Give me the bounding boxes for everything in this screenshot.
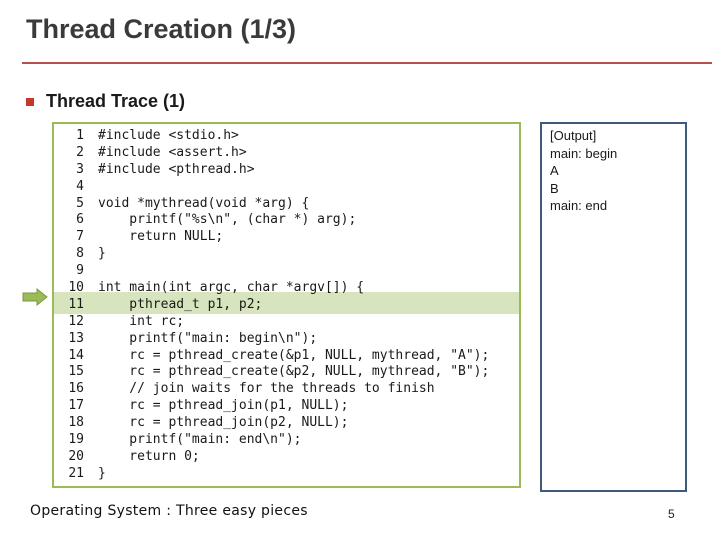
line-number: 7 <box>76 229 84 245</box>
line-number: 8 <box>76 246 84 262</box>
output-line: A <box>550 163 559 178</box>
code-line: 15 rc = pthread_create(&p2, NULL, mythre… <box>54 364 519 381</box>
line-number: 4 <box>76 178 84 194</box>
code-text: } <box>98 465 106 481</box>
code-lines: 1 #include <stdio.h> 2 #include <assert.h> 3… <box>54 128 519 483</box>
line-number: 19 <box>68 432 84 448</box>
code-text: pthread_t p1, p2; <box>98 296 263 312</box>
output-line: main: end <box>550 198 608 213</box>
code-line: 4 <box>54 179 519 196</box>
code-text: printf("%s\n", (char *) arg); <box>98 212 357 228</box>
line-number: 12 <box>68 313 84 329</box>
line-number: 21 <box>68 465 84 481</box>
code-text: printf("main: end\n"); <box>98 432 302 448</box>
code-line: 3 #include <pthread.h> <box>54 162 519 179</box>
code-line: 1 #include <stdio.h> <box>54 128 519 145</box>
code-listing: 1 #include <stdio.h> 2 #include <assert.h> 3… <box>52 122 521 488</box>
code-text: #include <pthread.h> <box>98 161 255 177</box>
code-text: int rc; <box>98 313 185 329</box>
bullet-text: Thread Trace (1) <box>46 91 186 111</box>
current-line-highlight <box>54 292 519 314</box>
code-text: rc = pthread_create(&p1, NULL, mythread,… <box>98 347 490 363</box>
code-line: 6 printf("%s\n", (char *) arg); <box>54 212 519 229</box>
code-line: 8} <box>54 246 519 263</box>
code-line: 10 int main(int argc, char *argv[]) { <box>54 280 519 297</box>
code-line: 16 // join waits for the threads to fini… <box>54 381 519 398</box>
code-text: rc = pthread_join(p2, NULL); <box>98 415 349 431</box>
line-number: 6 <box>76 212 84 228</box>
code-text: return NULL; <box>98 229 224 245</box>
line-number: 3 <box>76 161 84 177</box>
line-number: 5 <box>76 195 84 211</box>
code-text: rc = pthread_join(p1, NULL); <box>98 398 349 414</box>
code-text: #include <stdio.h> <box>98 128 239 143</box>
line-number: 13 <box>68 330 84 346</box>
code-text: printf("main: begin\n"); <box>98 330 318 346</box>
code-line: 20 return 0; <box>54 449 519 466</box>
line-number: 17 <box>68 398 84 414</box>
line-number: 16 <box>68 381 84 397</box>
code-line: 17 rc = pthread_join(p1, NULL); <box>54 398 519 415</box>
line-number: 11 <box>68 296 84 312</box>
line-number: 15 <box>68 364 84 380</box>
code-text: // join waits for the threads to finish <box>98 381 435 397</box>
line-number: 10 <box>68 280 84 296</box>
code-text: void *mythread(void *arg) { <box>98 195 310 211</box>
output-line: B <box>550 180 559 196</box>
code-line: 11 pthread_t p1, p2; <box>54 297 519 314</box>
line-number: 18 <box>68 415 84 431</box>
output-line: [Output] <box>550 128 597 143</box>
code-line: 21} <box>54 466 519 483</box>
code-line: 7 return NULL; <box>54 229 519 246</box>
code-line: 2 #include <assert.h> <box>54 145 519 162</box>
code-text: int main(int argc, char *argv[]) { <box>98 280 365 296</box>
code-text: rc = pthread_create(&p2, NULL, mythread,… <box>98 364 490 380</box>
bullet-marker-icon <box>26 97 34 106</box>
output-line: main: begin <box>550 145 618 161</box>
line-number: 1 <box>76 128 84 143</box>
page-number: 5 <box>668 507 675 521</box>
code-line: 5 void *mythread(void *arg) { <box>54 196 519 213</box>
right-arrow-icon <box>22 288 48 306</box>
line-number: 20 <box>68 448 84 464</box>
line-number: 2 <box>76 144 84 160</box>
title-divider <box>22 62 712 64</box>
code-line: 14 rc = pthread_create(&p1, NULL, mythre… <box>54 348 519 365</box>
line-number: 9 <box>76 263 84 279</box>
code-text: } <box>98 246 106 262</box>
code-line: 19 printf("main: end\n"); <box>54 432 519 449</box>
code-line: 12 int rc; <box>54 314 519 331</box>
line-number: 14 <box>68 347 84 363</box>
code-line: 13 printf("main: begin\n"); <box>54 331 519 348</box>
bullet-item: Thread Trace (1) <box>26 91 185 112</box>
code-text: return 0; <box>98 448 200 464</box>
code-text: #include <assert.h> <box>98 144 247 160</box>
code-line: 18 rc = pthread_join(p2, NULL); <box>54 415 519 432</box>
code-line: 9 <box>54 263 519 280</box>
footer-text: Operating System : Three easy pieces <box>30 503 308 519</box>
slide-title: Thread Creation (1/3) <box>26 14 297 44</box>
